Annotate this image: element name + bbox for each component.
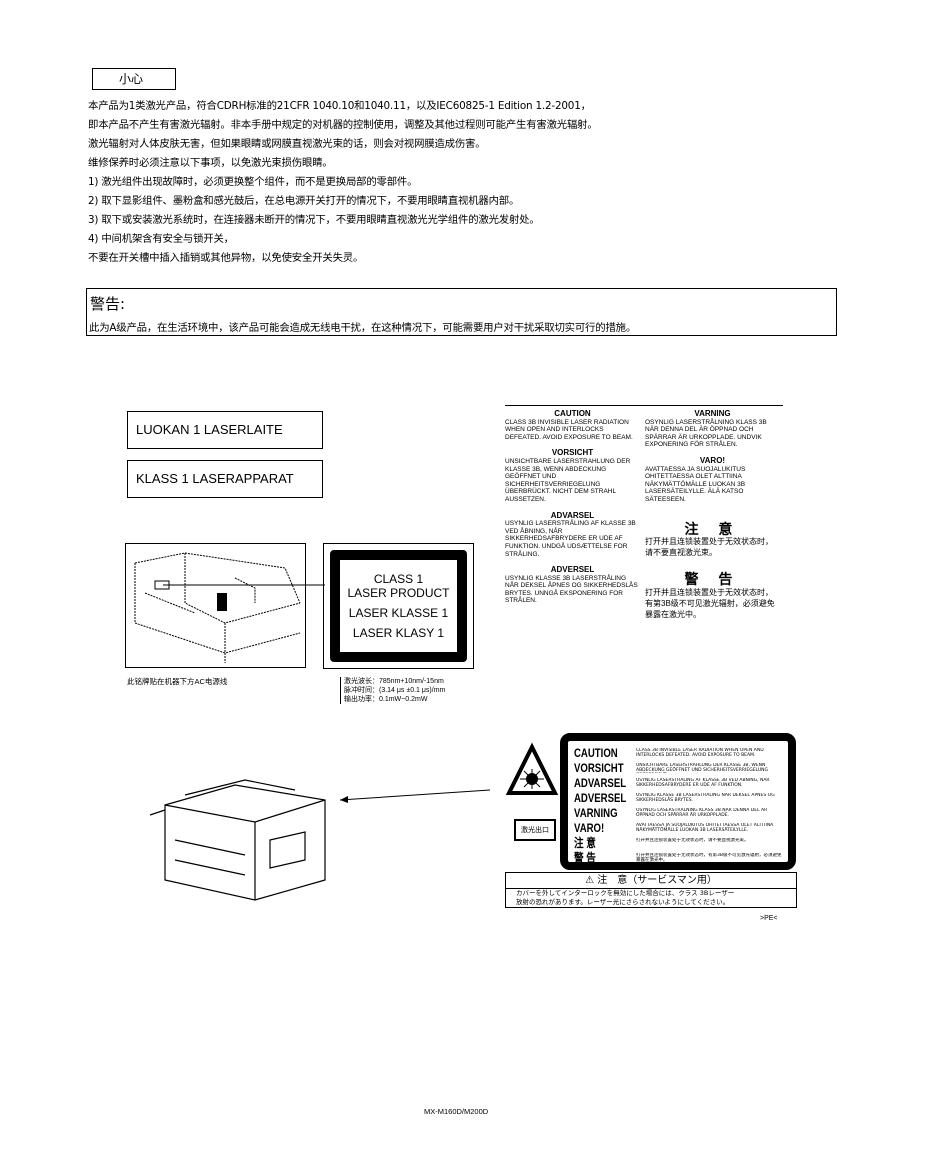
label-row-title: 注 意 bbox=[574, 836, 596, 850]
class-label-line: LASER PRODUCT bbox=[347, 586, 450, 600]
caution-line: 1) 激光组件出现故障时，必须更换整个组件，而不是更换局部的零部件。 bbox=[88, 176, 418, 188]
label-row-text: 打开并且连锁装置处于无效状态时，请不要直视激光束。 bbox=[636, 837, 749, 843]
warning-box: 警告: 此为A级产品，在生活环境中，该产品可能会造成无线电干扰，在这种情况下，可… bbox=[86, 288, 837, 336]
label-row-text: CLASS 3B INVISIBLE LASER RADIATION WHEN … bbox=[636, 747, 764, 758]
label-row-title: VARO! bbox=[574, 820, 605, 835]
caution-line: 本产品为1类激光产品，符合CDRH标准的21CFR 1040.10和1040.1… bbox=[88, 100, 591, 112]
laser-hazard-icon bbox=[505, 742, 559, 795]
laser-aperture-label: 激光出口 bbox=[514, 819, 556, 841]
copier-illustration bbox=[149, 779, 491, 901]
label-row-text: 打开并且连锁装置处于无效状态时，有第3B级不可见激光辐射，必须避免暴露在激光中。 bbox=[636, 852, 782, 863]
caution-en-title: CAUTION bbox=[554, 409, 591, 418]
varo-title: VARO! bbox=[699, 455, 726, 465]
varning-text: OSYNLIG LASERSTRÅLNING KLASS 3B NÄR DENN… bbox=[645, 418, 767, 449]
footer-model: MX-M160D/M200D bbox=[424, 1107, 489, 1116]
label-row-title: ADVERSEL bbox=[574, 790, 627, 805]
service-text-line: 放射の恐れがあります。レーザー光にさらされないようにしてください。 bbox=[516, 897, 730, 906]
label-row: ADVARSEL USYNLIG LASERSTRÅLING AF KLASSE … bbox=[574, 775, 782, 790]
warning-triangle-icon: ⚠ bbox=[585, 875, 598, 886]
swedish-label: KLASS 1 LASERAPPARAT bbox=[127, 460, 323, 498]
caution-line: 不要在开关槽中插入插销或其他异物，以免使安全开关失灵。 bbox=[88, 252, 364, 264]
caution-line: 4) 中间机架含有安全与锁开关， bbox=[88, 233, 234, 245]
caution-line: 维修保养时必须注意以下事项，以免激光束损伤眼睛。 bbox=[88, 157, 333, 169]
label-row: VARNING OSYNLIG LASERSTRÅLNING KLASS 3B N… bbox=[574, 805, 782, 820]
spec-line: 激光波长：785nm+10nm/-15nm bbox=[344, 678, 444, 685]
spec-line: 脉冲时间：(3.14 μs ±0.1 μs)/mm bbox=[344, 687, 446, 694]
label-row-text: UNSICHTBARE LASERSTRAHLUNG DER KLASSE 3B… bbox=[636, 762, 768, 773]
spec-line: 输出功率：0.1mW~0.2mW bbox=[344, 696, 428, 703]
label-row: VARO! AVATTAESSA JA SUOJALUKITUS OHITETTA… bbox=[574, 820, 782, 835]
label-row: 注 意 打开并且连锁装置处于无效状态时，请不要直视激光束。 bbox=[574, 835, 782, 850]
caution-heading: 小心 bbox=[92, 68, 176, 90]
label-row: VORSICHT UNSICHTBARE LASERSTRAHLUNG DER K… bbox=[574, 760, 782, 775]
varning-title: VARNING bbox=[694, 409, 731, 418]
machine-caption: 此铭牌贴在机器下方AC电源线 bbox=[127, 677, 228, 686]
label-row-text: OSYNLIG LASERSTRÅLNING KLASS 3B NÄR DENN… bbox=[636, 807, 768, 818]
class-label-line: LASER KLASY 1 bbox=[352, 626, 445, 640]
label-row: 警 告 打开并且连锁装置处于无效状态时，有第3B级不可见激光辐射，必须避免暴露在激… bbox=[574, 850, 782, 865]
label-row: CAUTION CLASS 3B INVISIBLE LASER RADIATIO… bbox=[574, 745, 782, 760]
vorsicht-text: UNSICHTBARE LASERSTRAHLUNG DER KLASSE 3B… bbox=[505, 457, 631, 503]
caution-line: 激光辐射对人体皮肤无害，但如果眼睛或网膜直视激光束的话，则会对视网膜造成伤害。 bbox=[88, 138, 486, 150]
label-row-title: VORSICHT bbox=[574, 760, 624, 775]
label-row-title: 警 告 bbox=[574, 851, 596, 865]
adversel-text: USYNLIG KLASSE 3B LASERSTRÅLING NÅR DEKS… bbox=[505, 574, 638, 605]
caution-en-text: CLASS 3B INVISIBLE LASER RADIATION WHEN … bbox=[505, 418, 633, 441]
service-text-line: カバーを外してインターロックを無効にした場合には、クラス 3Bレーザー bbox=[516, 889, 735, 897]
jinggao-title: 警 告 bbox=[684, 571, 741, 588]
varo-text: AVATTAESSA JA SUOJALUKITUS OHITETTAESSA … bbox=[645, 465, 746, 503]
jinggao-text: 打开并且连锁装置处于无效状态时，有第3B级不可见激光辐射，必须避免暴露在激光中。 bbox=[645, 587, 775, 619]
class-label-line: LASER KLASSE 1 bbox=[348, 606, 449, 620]
class1-laser-label: CLASS 1 LASER PRODUCT LASER KLASSE 1 LAS… bbox=[323, 543, 474, 669]
finnish-label: LUOKAN 1 LASERLAITE bbox=[127, 411, 323, 449]
label-row-title: VARNING bbox=[574, 805, 618, 820]
label-row-title: CAUTION bbox=[574, 745, 618, 760]
caution-line: 即本产品不产生有害激光辐射。非本手册中规定的对机器的控制使用，调整及其他过程则可… bbox=[88, 119, 598, 131]
label-row-title: ADVARSEL bbox=[574, 775, 627, 790]
label-row-text: USYNLIG KLASSE 3B LASERSTRÅLING NÅR DEKS… bbox=[636, 792, 775, 803]
zhuyi-title: 注 意 bbox=[684, 520, 741, 537]
class-label-line: CLASS 1 bbox=[373, 572, 424, 586]
zhuyi-text: 打开并且连锁装置处于无效状态时，请不要直视激光束。 bbox=[645, 537, 773, 558]
warning-heading: 警告: bbox=[90, 295, 126, 313]
label-row-text: AVATTAESSA JA SUOJALUKITUS OHITETTAESSA … bbox=[636, 822, 774, 833]
label-row: ADVERSEL USYNLIG KLASSE 3B LASERSTRÅLING … bbox=[574, 790, 782, 805]
machine-label-location-illustration bbox=[125, 543, 325, 668]
laser-hazard-illustration bbox=[505, 742, 559, 795]
laser-warning-label: CAUTION CLASS 3B INVISIBLE LASER RADIATIO… bbox=[560, 733, 796, 870]
service-caution-box: ⚠ 注 意（サービスマン用） カバーを外してインターロックを無効にした場合には、… bbox=[505, 872, 797, 908]
warning-text: 此为A级产品，在生活环境中，该产品可能会造成无线电干扰，在这种情况下，可能需要用… bbox=[89, 322, 637, 334]
advarsel-text: USYNLIG LASERSTRÅLING AF KLASSE 3B VED Å… bbox=[505, 520, 636, 558]
service-caution-title: ⚠ 注 意（サービスマン用） bbox=[506, 873, 796, 889]
vorsicht-title: VORSICHT bbox=[551, 448, 594, 458]
material-mark: >PE< bbox=[760, 915, 778, 922]
label-row-text: USYNLIG LASERSTRÅLING AF KLASSE 3B VED Å… bbox=[636, 777, 770, 788]
advarsel-title: ADVARSEL bbox=[550, 510, 595, 520]
laser-spec: 激光波长：785nm+10nm/-15nm 脉冲时间：(3.14 μs ±0.1… bbox=[340, 677, 445, 704]
service-title-text: 注 意（サービスマン用） bbox=[597, 875, 717, 886]
adversel-title: ADVERSEL bbox=[550, 565, 595, 575]
caution-line: 3) 取下或安装激光系统时，在连接器未断开的情况下，不要用眼睛直视激光光学组件的… bbox=[88, 214, 540, 226]
caution-line: 2) 取下显影组件、墨粉盒和感光鼓后，在总电源开关打开的情况下，不要用眼睛直视机… bbox=[88, 195, 520, 207]
